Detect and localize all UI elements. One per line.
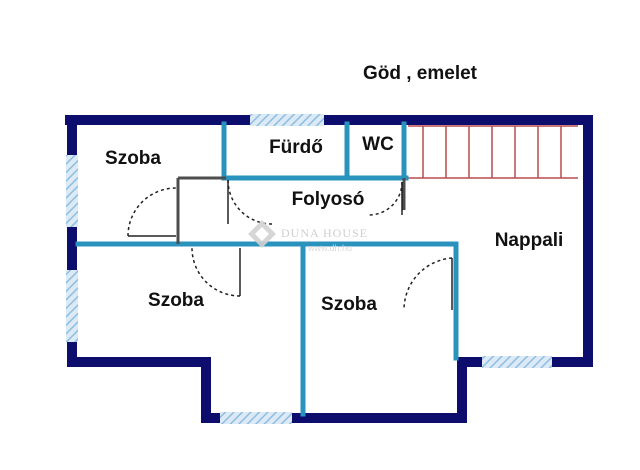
staircase-icon [408,125,578,179]
watermark-brand: DUNA HOUSE [281,226,368,240]
partitions [176,176,406,244]
watermark-site: www.dh.hu [307,243,352,253]
watermark: DUNA HOUSE www.dh.hu [248,220,368,253]
room-label-szoba-bottom-mid: Szoba [321,294,377,315]
room-label-nappali: Nappali [495,230,564,251]
room-label-szoba-bottom-left: Szoba [148,290,204,311]
window-icon [66,114,552,424]
room-label-wc: WC [362,134,394,155]
room-label-furdo: Fürdő [269,137,323,158]
room-label-folyoso: Folyosó [292,189,365,210]
inner-walls [75,121,459,417]
room-label-szoba-top-left: Szoba [105,148,161,169]
diamond-logo-icon [248,220,276,248]
plan-title: Göd , emelet [363,63,478,84]
